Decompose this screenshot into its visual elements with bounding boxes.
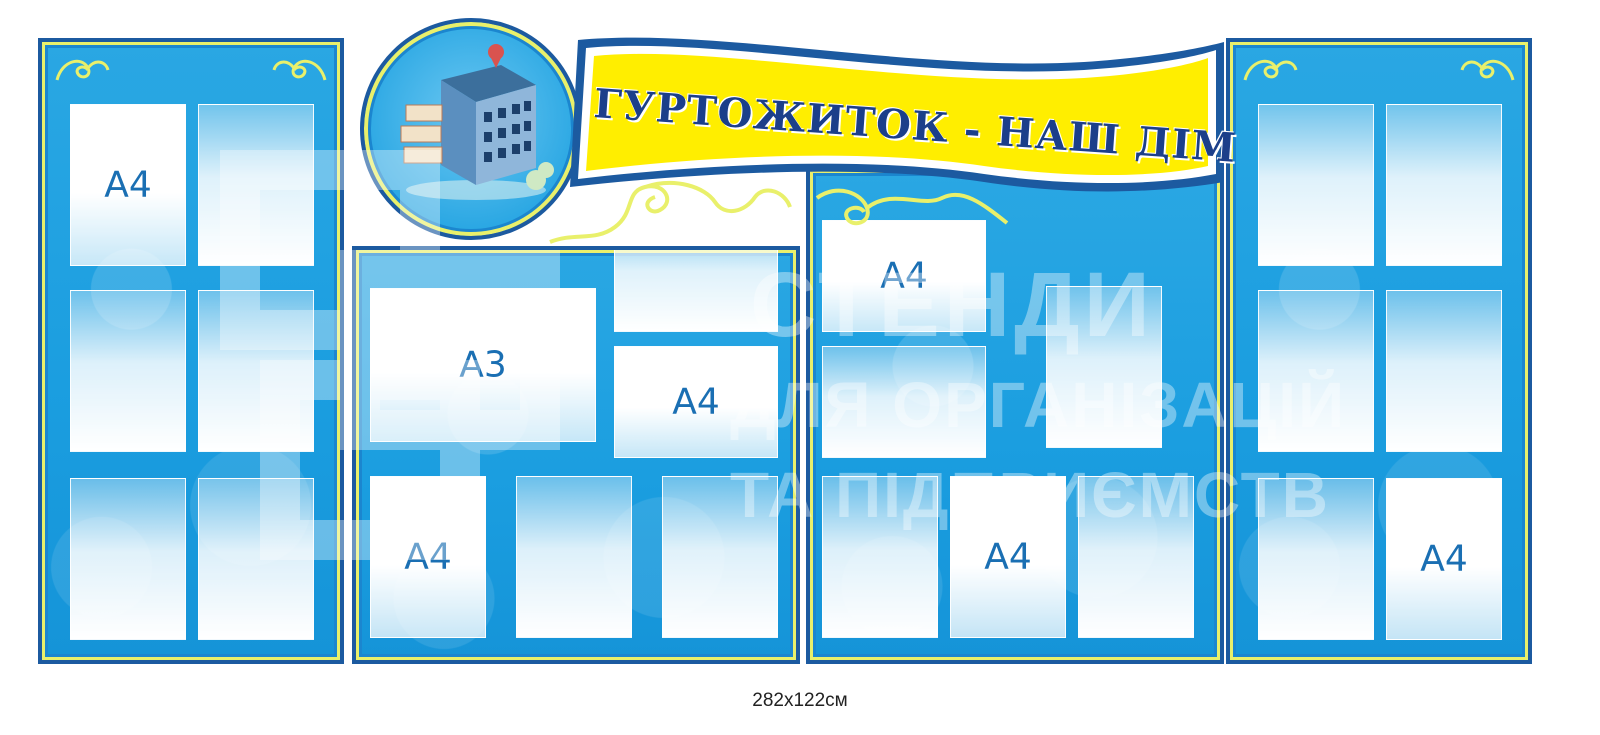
pocket-a4 <box>1046 286 1162 448</box>
pocket-a4: А4 <box>1386 478 1502 640</box>
pocket-a4 <box>614 250 778 332</box>
pocket-a4 <box>1258 290 1374 452</box>
title-banner: ГУРТОЖИТОК - НАШ ДІМ <box>564 32 1240 207</box>
flourish-ornament-icon <box>1243 59 1298 81</box>
flourish-ornament-icon <box>549 180 792 244</box>
right-panel: А4 <box>1226 38 1532 664</box>
pocket-a4 <box>516 476 632 638</box>
pocket-a3: А3 <box>370 288 596 442</box>
pocket-label: А4 <box>104 164 152 206</box>
flourish-ornament-icon <box>55 59 110 81</box>
pocket-a4 <box>1258 104 1374 266</box>
center-left-panel: А3 А4 А4 <box>352 246 800 664</box>
flourish-ornament-icon <box>1460 59 1515 81</box>
pocket-a4: А4 <box>614 346 778 458</box>
pocket-label: А4 <box>880 255 928 297</box>
flourish-ornament-icon <box>815 188 1009 226</box>
pocket-a4 <box>70 478 186 640</box>
pocket-a4 <box>822 476 938 638</box>
size-caption: 282x122см <box>752 690 848 711</box>
pocket-a4 <box>1386 290 1502 452</box>
pocket-a4 <box>822 346 986 458</box>
pocket-a4 <box>1386 104 1502 266</box>
center-right-panel: А4 А4 <box>806 166 1224 664</box>
pocket-a4 <box>198 104 314 266</box>
left-panel: А4 <box>38 38 344 664</box>
pocket-label: А4 <box>1420 538 1468 580</box>
pocket-label: А4 <box>404 536 452 578</box>
pocket-label: А4 <box>984 536 1032 578</box>
pocket-a4 <box>198 290 314 452</box>
pocket-a4: А4 <box>70 104 186 266</box>
flourish-ornament-icon <box>272 59 327 81</box>
pocket-a4 <box>662 476 778 638</box>
pocket-a4: А4 <box>370 476 486 638</box>
logo-circle <box>360 18 582 240</box>
pocket-a4 <box>198 478 314 640</box>
pocket-a4 <box>1078 476 1194 638</box>
dormitory-building-icon <box>400 44 554 200</box>
pocket-label: А4 <box>672 381 720 423</box>
pocket-a4 <box>70 290 186 452</box>
pocket-label: А3 <box>459 344 507 386</box>
pocket-a4: А4 <box>950 476 1066 638</box>
banner-ribbon <box>570 37 1224 192</box>
pocket-a4: А4 <box>822 220 986 332</box>
pocket-a4 <box>1258 478 1374 640</box>
